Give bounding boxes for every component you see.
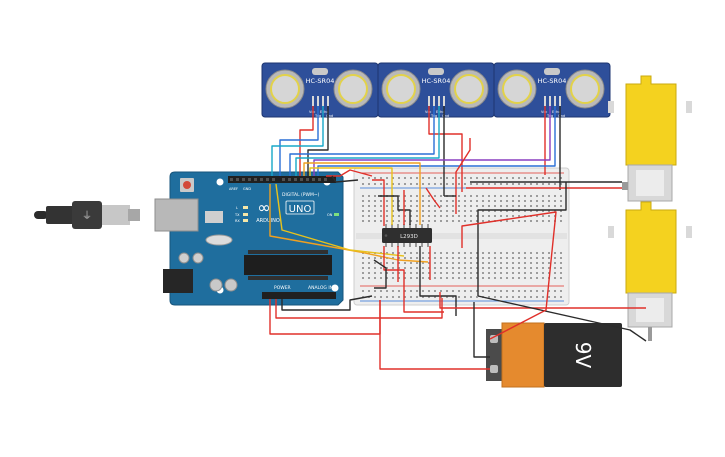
digital-header-label: DIGITAL (PWM~): [282, 192, 320, 198]
ultrasonic-sensor-3[interactable]: HC-SR04 Vcc Trig Echo Gnd: [493, 62, 611, 118]
sensor-1-pin-vcc: Vcc: [309, 110, 315, 114]
dc-motor-top[interactable]: [608, 75, 692, 202]
arduino-brand: ARDUINO: [256, 218, 280, 224]
breadboard-holes: [362, 177, 562, 298]
wire-gnd-power[interactable]: [281, 295, 373, 311]
wire-black-arduino-top[interactable]: [331, 175, 359, 183]
analog-header-label: ANALOG IN: [308, 285, 333, 291]
led-l-label: L: [236, 206, 238, 210]
sensor-1-label: HC-SR04: [306, 77, 335, 85]
power-header-label: POWER: [274, 285, 291, 291]
wire-battery-black[interactable]: [473, 302, 490, 358]
usb-symbol-icon: ⏚: [82, 210, 92, 222]
wire-s1-trig[interactable]: [279, 106, 319, 176]
wire-red-arduino-top[interactable]: [326, 169, 373, 177]
wire-pwm-yellow-2[interactable]: [275, 183, 405, 257]
wire-bb-black-2[interactable]: [373, 259, 387, 289]
wire-bb-red-3[interactable]: [425, 187, 441, 209]
sensor-1-pin-echo: Echo: [320, 110, 329, 114]
wire-bb-black-1[interactable]: [378, 195, 411, 225]
sensor-2-label: HC-SR04: [422, 77, 451, 85]
wire-s2-echo[interactable]: [295, 106, 440, 176]
wire-s2-trig[interactable]: [289, 106, 435, 176]
wire-pwm-orange-1[interactable]: [303, 162, 421, 225]
wire-motor2-black[interactable]: [477, 182, 567, 296]
usb-cable: ⏚: [34, 201, 140, 229]
motor-driver-ic[interactable]: L293D: [382, 224, 432, 247]
sensor-3-pin-gnd: Gnd: [558, 114, 565, 118]
wire-motor2-red[interactable]: [439, 292, 646, 309]
sensor-1-pin-gnd: Gnd: [326, 114, 333, 118]
wire-bb-black-3[interactable]: [419, 246, 457, 316]
wire-s1-vcc[interactable]: [299, 106, 314, 176]
wire-bb-red-4[interactable]: [383, 246, 444, 313]
wires: [269, 106, 647, 370]
sensor-2-pin-gnd: Gnd: [442, 114, 449, 118]
arduino-uno[interactable]: ⏚ AREF GND DIGITAL (PWM~) ∞ AR: [34, 171, 344, 306]
wire-bb-red-1[interactable]: [372, 179, 385, 226]
wire-battery-red-2[interactable]: [461, 211, 557, 340]
sensor-3-pin-vcc: Vcc: [541, 110, 547, 114]
wire-battery-red[interactable]: [379, 300, 490, 370]
wire-pwm-orange-2[interactable]: [269, 184, 429, 263]
led-tx-label: TX: [234, 213, 240, 217]
led-rx-label: RX: [235, 219, 240, 223]
wire-bb-red-7[interactable]: [455, 138, 471, 214]
gnd-label: GND: [243, 187, 251, 191]
wire-s3-echo[interactable]: [317, 106, 556, 176]
sensor-2-pin-echo: Echo: [436, 110, 445, 114]
led-on-label: ON: [327, 213, 333, 217]
ultrasonic-sensor-2[interactable]: HC-SR04 Vcc Trig Echo Gnd: [377, 62, 495, 118]
battery-9v[interactable]: 9V: [486, 322, 622, 388]
arduino-logo-icon: ∞: [257, 198, 270, 217]
driver-ic-label: L293D: [400, 234, 418, 240]
wire-s1-echo[interactable]: [271, 106, 324, 176]
arduino-model: UNO: [289, 204, 312, 215]
wire-motor2-black-2[interactable]: [477, 295, 647, 342]
aref-label: AREF: [229, 187, 238, 191]
sensor-2-pin-vcc: Vcc: [425, 110, 431, 114]
battery-label: 9V: [571, 342, 595, 369]
sensor-3-label: HC-SR04: [538, 77, 567, 85]
dc-motor-bottom[interactable]: [608, 201, 692, 341]
sensor-3-pin-echo: Echo: [552, 110, 561, 114]
ultrasonic-sensor-1[interactable]: HC-SR04 Vcc Trig Echo Gnd: [261, 62, 379, 118]
